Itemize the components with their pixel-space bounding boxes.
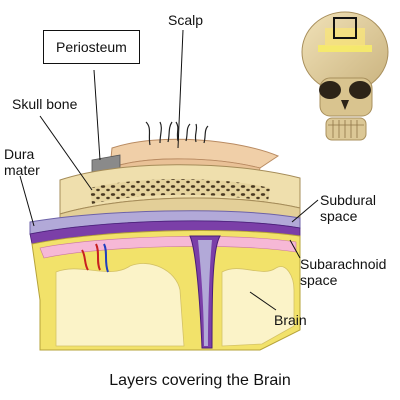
leader-lines	[19, 29, 319, 311]
label-dura-line1: Dura	[4, 146, 35, 162]
label-subdural-space: Subdural space	[320, 192, 376, 224]
white-matter-right	[221, 266, 295, 347]
label-periosteum: Periosteum	[43, 30, 140, 64]
label-subarachnoid-space: Subarachnoid space	[300, 256, 386, 288]
label-subdural-line1: Subdural	[320, 192, 377, 208]
skull-thumbnail-icon	[301, 11, 389, 141]
hair-icon	[145, 121, 209, 146]
label-subarachnoid-line1: Subarachnoid	[300, 256, 387, 272]
label-subarachnoid-line2: space	[300, 272, 338, 288]
label-brain: Brain	[274, 312, 307, 328]
label-dura-line2: mater	[4, 162, 40, 178]
label-skull-bone: Skull bone	[12, 96, 78, 112]
label-subdural-line2: space	[320, 208, 358, 224]
blood-vessels	[81, 243, 109, 273]
label-dura-mater: Dura mater	[4, 146, 40, 178]
white-matter-left	[55, 263, 185, 347]
diagram-caption: Layers covering the Brain	[109, 372, 291, 389]
label-scalp: Scalp	[168, 12, 204, 28]
